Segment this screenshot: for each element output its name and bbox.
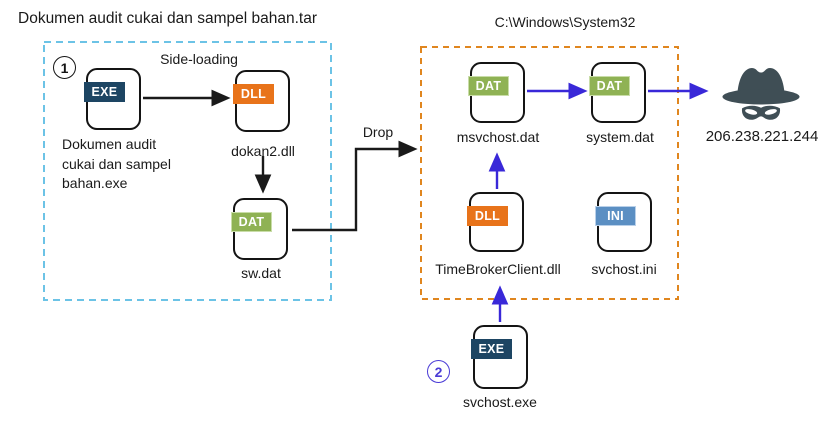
dropper-exe-label-line1: Dokumen audit — [62, 136, 157, 152]
ini-badge: INI — [595, 206, 636, 226]
dropper-exe-label: Dokumen audit cukai dan sampel bahan.exe — [62, 135, 171, 194]
file-icon-dropper-exe: EXE — [84, 68, 141, 130]
timebroker-dll-label: TimeBrokerClient.dll — [435, 261, 561, 277]
exe-badge: EXE — [471, 339, 512, 359]
dat-badge: DAT — [468, 76, 509, 96]
arrow-drop — [292, 140, 418, 232]
c2-ip-address-label: 206.238.221.244 — [705, 128, 819, 145]
dat-badge: DAT — [231, 212, 272, 232]
exe-badge: EXE — [84, 82, 125, 102]
dokan2-dll-label: dokan2.dll — [231, 143, 295, 159]
file-icon-svchost-ini: INI — [595, 192, 652, 252]
spy-attacker-icon — [722, 68, 800, 120]
dll-badge: DLL — [233, 84, 274, 104]
file-icon-timebroker-dll: DLL — [467, 192, 524, 252]
sw-dat-label: sw.dat — [241, 265, 281, 281]
dropper-exe-label-line3: bahan.exe — [62, 175, 128, 191]
dat-badge: DAT — [589, 76, 630, 96]
diagram-title: Dokumen audit cukai dan sampel bahan.tar — [18, 10, 317, 27]
sideloading-label: Side-loading — [160, 51, 238, 67]
system-dat-label: system.dat — [586, 129, 654, 145]
file-icon-svchost-exe: EXE — [471, 325, 528, 389]
file-icon-sw-dat: DAT — [231, 198, 288, 260]
file-icon-dokan2-dll: DLL — [233, 70, 290, 132]
archive-group-box — [43, 41, 332, 301]
dropper-exe-label-line2: cukai dan sampel — [62, 155, 171, 172]
msvchost-dat-label: msvchost.dat — [456, 129, 540, 145]
system32-path-label: C:\Windows\System32 — [494, 14, 636, 30]
drop-arrow-label: Drop — [362, 124, 394, 140]
file-icon-msvchost-dat: DAT — [468, 62, 525, 123]
step-2-marker: 2 — [427, 360, 450, 383]
svchost-ini-label: svchost.ini — [591, 261, 657, 277]
file-icon-system-dat: DAT — [589, 62, 646, 123]
step-1-marker: 1 — [53, 56, 76, 79]
svchost-exe-label: svchost.exe — [463, 394, 537, 410]
system32-group-box — [420, 46, 679, 300]
dll-badge: DLL — [467, 206, 508, 226]
